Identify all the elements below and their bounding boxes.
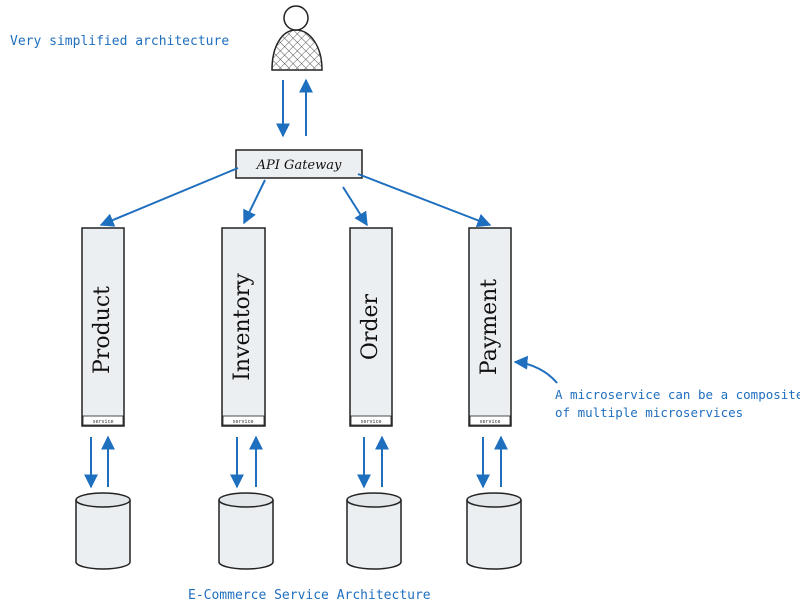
service-tag: service [360,419,381,425]
database-icon [218,492,274,570]
service-tag: service [479,419,500,425]
gateway-product-arrow [99,167,239,227]
service-product: service Product [81,227,125,427]
header-note: Very simplified architecture [10,34,230,49]
service-label: Inventory [230,273,255,381]
gateway-order-arrow [342,186,368,227]
service-label: Order [358,293,383,360]
callout-line-1: A microservice can be a composite [555,387,800,402]
service-label: Payment [477,279,502,375]
service-payment: service Payment [468,227,512,427]
database-icon [466,492,522,570]
database-icon [75,492,131,570]
database-icon [346,492,402,570]
api-gateway-label: API Gateway [256,158,342,173]
service-tag: service [232,419,253,425]
diagram-caption: E-Commerce Service Architecture [188,588,431,603]
callout-line-2: of multiple microservices [555,405,744,420]
service-tag: service [92,419,113,425]
service-label: Product [90,286,115,374]
db-arrows [84,435,508,489]
callout-text: A microservice can be a composite of mul… [555,386,800,422]
service-inventory: service Inventory [221,227,266,427]
gateway-payment-arrow [357,173,492,227]
service-order: service Order [349,227,393,427]
user-icon [271,5,323,71]
gateway-inventory-arrow [243,179,266,225]
callout-arrow [513,355,558,384]
api-gateway: API Gateway [235,149,363,179]
